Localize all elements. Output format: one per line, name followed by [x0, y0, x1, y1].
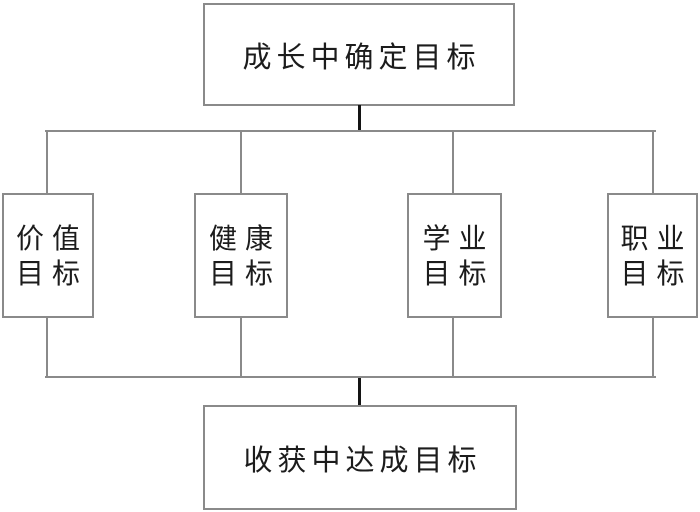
- node-sink: 收获中达成目标: [203, 405, 517, 510]
- connector-drop-bottom-2: [240, 318, 242, 378]
- connector-drop-bottom-1: [46, 318, 48, 378]
- node-value-goal-line2: 目标: [15, 256, 88, 290]
- node-value-goal: 价值 目标: [2, 193, 94, 318]
- node-root: 成长中确定目标: [203, 3, 515, 106]
- node-health-goal-line1: 健康: [208, 221, 281, 255]
- node-academic-goal-line2: 目标: [422, 256, 495, 290]
- node-career-goal: 职业 目标: [607, 193, 698, 318]
- connector-drop-bottom-4: [652, 318, 654, 378]
- node-health-goal-line2: 目标: [208, 256, 281, 290]
- connector-drop-top-3: [452, 130, 454, 193]
- connector-drop-top-2: [240, 130, 242, 193]
- connector-bottom-bus: [45, 376, 656, 378]
- node-career-goal-line2: 目标: [620, 256, 693, 290]
- connector-drop-top-4: [652, 130, 654, 193]
- node-academic-goal-line1: 学业: [422, 221, 495, 255]
- connector-sink-stub: [358, 378, 361, 406]
- node-health-goal: 健康 目标: [194, 193, 288, 318]
- node-academic-goal: 学业 目标: [407, 193, 502, 318]
- node-value-goal-line1: 价值: [15, 221, 88, 255]
- connector-root-stub: [358, 105, 361, 132]
- connector-top-bus: [45, 130, 656, 132]
- connector-drop-bottom-3: [452, 318, 454, 378]
- node-career-goal-line1: 职业: [620, 221, 693, 255]
- node-root-label: 成长中确定目标: [242, 39, 481, 74]
- connector-drop-top-1: [46, 130, 48, 193]
- node-sink-label: 收获中达成目标: [243, 442, 482, 477]
